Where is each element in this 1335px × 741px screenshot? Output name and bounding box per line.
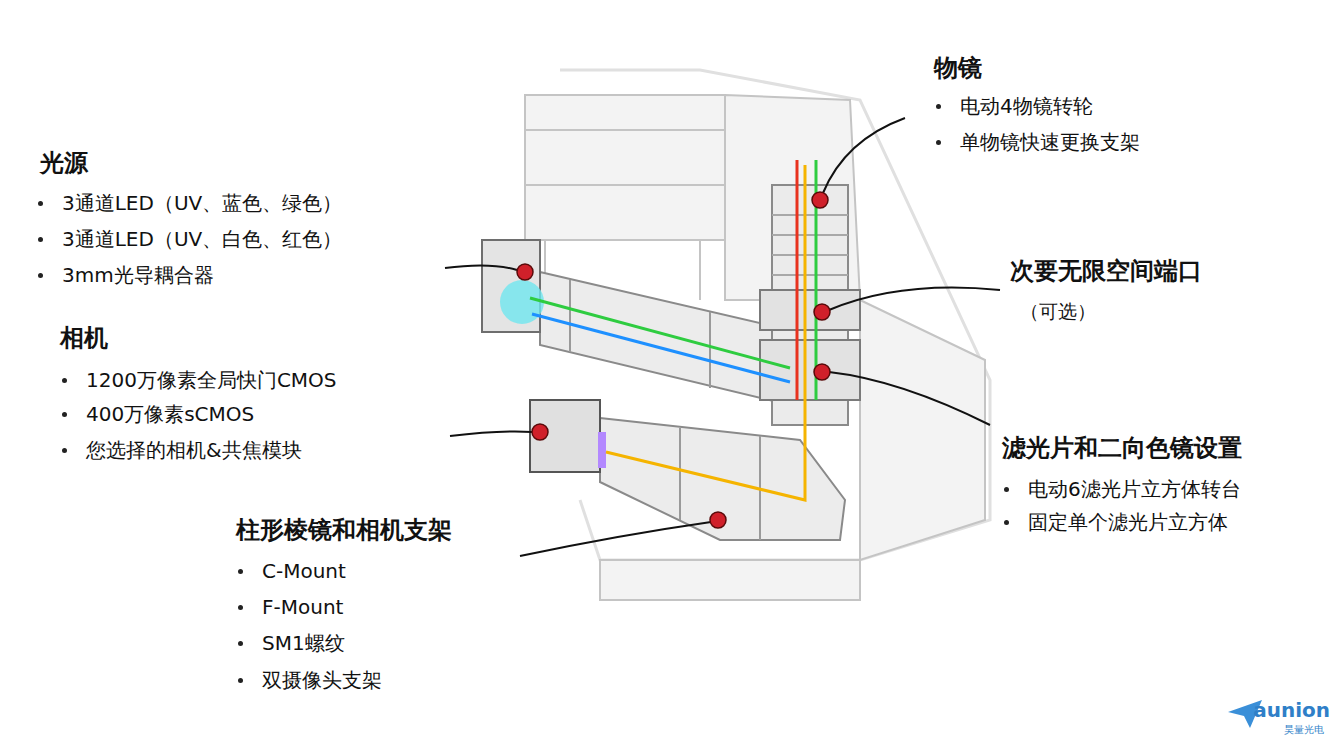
leader-lines [445, 118, 1000, 556]
bullet-dot [38, 273, 43, 278]
note: （可选） [1020, 301, 1096, 323]
bullet-item: 3通道LED（UV、白色、红色） [62, 228, 342, 251]
bullet-dot [1004, 520, 1009, 525]
bullet-dot [238, 605, 243, 610]
bullet-dot [1004, 487, 1009, 492]
heading: 次要无限空间端口 [1010, 258, 1202, 286]
bullet-dot [62, 412, 67, 417]
bullet-dot [238, 569, 243, 574]
bullet-dot [62, 378, 67, 383]
heading: 物镜 [934, 55, 982, 83]
bullet-dot [38, 237, 43, 242]
bullet-item: 400万像素sCMOS [86, 403, 254, 426]
logo-text: aunion [1253, 699, 1330, 722]
bullet-item: 3mm光导耦合器 [62, 264, 214, 287]
bullet-item: 电动6滤光片立方体转台 [1028, 478, 1241, 501]
housing [525, 70, 990, 600]
bullet-dot [62, 448, 67, 453]
bullet-item: 3通道LED（UV、蓝色、绿色） [62, 192, 342, 215]
bullet-dot [936, 140, 941, 145]
objective-turret [760, 185, 860, 425]
bullet-dot [238, 641, 243, 646]
bullet-item: 固定单个滤光片立方体 [1028, 511, 1228, 534]
bullet-item: SM1螺纹 [262, 632, 345, 655]
heading: 滤光片和二向色镜设置 [1002, 435, 1242, 463]
light-paths [530, 160, 816, 500]
bullet-dot [238, 678, 243, 683]
camera-port [530, 400, 845, 540]
bullet-item: 您选择的相机&共焦模块 [86, 439, 302, 462]
bullet-item: 电动4物镜转轮 [960, 95, 1093, 118]
heading: 相机 [60, 325, 108, 353]
logo-subtext: 昊量光电 [1284, 724, 1324, 736]
heading: 光源 [40, 150, 88, 178]
bullet-item: C-Mount [262, 560, 346, 583]
light-guide [482, 240, 790, 405]
bullet-item: 单物镜快速更换支架 [960, 131, 1140, 154]
bullet-dot [936, 104, 941, 109]
bullet-dot [38, 201, 43, 206]
heading: 柱形棱镜和相机支架 [236, 517, 452, 545]
callout-dots [517, 192, 830, 528]
bullet-item: 1200万像素全局快门CMOS [86, 369, 337, 392]
bullet-item: 双摄像头支架 [262, 669, 382, 692]
bullet-item: F-Mount [262, 596, 343, 619]
